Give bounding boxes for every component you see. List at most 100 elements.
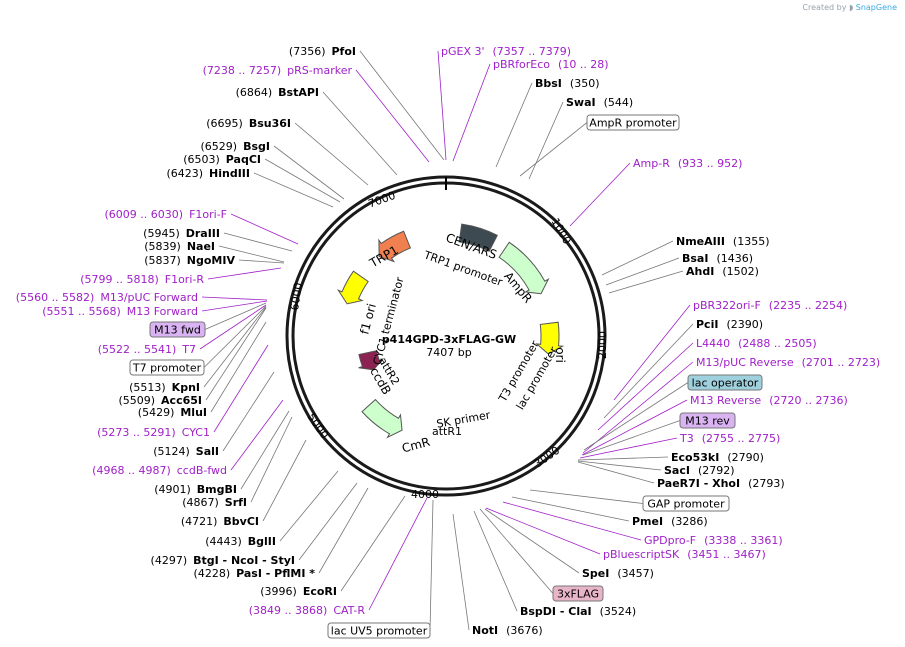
site-name: pBR322ori-F [693,299,761,312]
enzyme-label[interactable]: PmeI(3286) [632,515,708,528]
leader-line [581,399,688,456]
primer-label[interactable]: (5799 .. 5818) F1ori-R [80,273,204,286]
site-name: BsaI [682,252,708,265]
leader-line [605,257,680,286]
enzyme-label[interactable]: SacI(2792) [664,464,735,477]
feature-box[interactable] [149,321,206,338]
enzyme-label[interactable]: (4443)BglII [205,535,276,548]
enzyme-label[interactable]: (4721)BbvCI [181,515,259,528]
enzyme-label[interactable]: (5509)Acc65I [118,394,202,407]
leader-line [222,371,275,452]
enzyme-label[interactable]: (7356)PfoI [289,45,356,58]
primer-label[interactable]: GPDpro-F(3338 .. 3361) [644,534,783,547]
feature-box[interactable] [687,374,763,391]
feature-box[interactable] [129,359,205,376]
enzyme-label[interactable]: (6529)BsgI [201,140,270,153]
enzyme-label[interactable]: (5429)MluI [138,406,207,419]
primer-label[interactable]: pBR322ori-F(2235 .. 2254) [693,299,847,312]
snapgene-logo-icon: ◗ [848,3,854,12]
tick-label-6000: 6000 [288,282,305,312]
enzyme-label[interactable]: SpeI(3457) [582,567,654,580]
site-position: (5799 .. 5818) [80,273,159,286]
leader-line [452,63,491,162]
leader-line [577,460,662,471]
primer-label[interactable]: (4968 .. 4987)ccdB-fwd [92,464,227,477]
site-position: (3849 .. 3868) [249,604,328,617]
primer-label[interactable]: (3849 .. 3868)CAT-R [249,604,366,617]
enzyme-label[interactable]: NotI(3676) [472,624,543,637]
feature-arrow-trp1[interactable] [378,230,412,263]
site-name: SwaI [566,96,596,109]
feature-arrow-f1ori[interactable] [336,270,369,305]
enzyme-label[interactable]: BbsI(350) [535,77,600,90]
site-name: NmeAIII [676,235,725,248]
primer-label[interactable]: pBluescriptSK(3451 .. 3467) [603,548,766,561]
site-name: F1ori-R [165,273,205,286]
leader-line [213,344,269,433]
feature-arrow-ampr[interactable] [498,241,550,295]
enzyme-label[interactable]: PciI(2390) [696,318,763,331]
enzyme-label[interactable]: BsaI(1436) [682,252,753,265]
enzyme-label[interactable]: PaeR7I - XhoI(2793) [657,477,785,490]
primer-label[interactable]: Amp-R(933 .. 952) [633,157,742,170]
primer-label[interactable]: L4440(2488 .. 2505) [696,337,817,350]
enzyme-label[interactable]: (4297)BtgI - NcoI - StyI [151,554,295,567]
enzyme-label[interactable]: AhdI(1502) [686,265,759,278]
primer-label[interactable]: (6009 .. 6030)F1ori-F [105,208,228,221]
primer-label[interactable]: (5522 .. 5541)T7 [98,343,196,356]
primer-label[interactable]: M13 Reverse(2720 .. 2736) [690,394,848,407]
feature-box[interactable] [552,585,604,602]
leader-line [613,304,691,401]
enzyme-label[interactable]: Eco53kI(2790) [671,451,764,464]
inner-label: CYC1 terminator [371,275,407,366]
leader-line [529,489,644,504]
enzyme-label[interactable]: (5124)SalI [153,445,219,458]
leader-line [201,296,268,301]
enzyme-label[interactable]: (5945)DraIII [143,227,220,240]
enzyme-label[interactable]: (4901)BmgBI [154,483,237,496]
enzyme-label[interactable]: (5839)NaeI [144,240,215,253]
enzyme-label[interactable]: (4867)SrfI [182,496,247,509]
enzyme-label[interactable]: (6503)PaqCI [183,153,261,166]
enzyme-label[interactable]: (6423)HindIII [166,167,250,180]
site-name: BspDI - ClaI [520,605,592,618]
site-position: (5273 .. 5291) [97,426,176,439]
enzyme-label[interactable]: (5837)NgoMIV [144,254,235,267]
enzyme-label[interactable]: (3996)EcoRI [260,585,337,598]
leader-line [279,470,339,542]
feature-arrow-ccdb[interactable] [358,350,384,371]
site-name: BstAPI [278,86,319,99]
primer-label[interactable]: (5560 .. 5582)M13/pUC Forward [16,291,198,304]
site-position: (3286) [671,515,708,528]
leader-line [473,510,518,612]
enzyme-label[interactable]: (6695)Bsu36I [206,117,291,130]
feature-box[interactable] [679,412,736,429]
site-position: (5513) [129,381,166,394]
primer-label[interactable]: (5551 .. 5568)M13 Forward [42,305,198,318]
feature-box[interactable] [586,114,680,131]
leader-line [253,172,334,208]
feature-arrow-ori[interactable] [535,321,565,355]
feature-box[interactable] [327,622,431,639]
tick-label-7000: 7000 [366,189,397,211]
primer-label[interactable]: pGEX 3'(7357 .. 7379) [441,45,571,58]
primer-label[interactable]: T3(2755 .. 2775) [679,432,780,445]
feature-box[interactable] [642,495,730,512]
enzyme-label[interactable]: (5513)KpnI [129,381,200,394]
enzyme-label[interactable]: (4228)PasI - PflMI * [194,567,316,580]
primer-label[interactable]: M13/pUC Reverse(2701 .. 2723) [696,356,880,369]
primer-label[interactable]: (7238 .. 7257)pRS-marker [203,64,353,77]
site-name: Bsu36I [249,117,291,130]
leader-line [340,495,406,592]
site-name: AhdI [686,265,714,278]
enzyme-label[interactable]: NmeAIII(1355) [676,235,770,248]
feature-arrow-cen-ars[interactable] [458,223,498,253]
enzyme-label[interactable]: SwaI(544) [566,96,633,109]
primer-label[interactable]: pBRforEco(10 .. 28) [493,58,609,71]
site-name: BglII [248,535,276,548]
feature-arrow-cmr[interactable] [361,398,403,439]
enzyme-label[interactable]: BspDI - ClaI(3524) [520,605,636,618]
site-name: SalI [196,445,219,458]
primer-label[interactable]: (5273 .. 5291)CYC1 [97,426,210,439]
enzyme-label[interactable]: (6864)BstAPI [236,86,319,99]
